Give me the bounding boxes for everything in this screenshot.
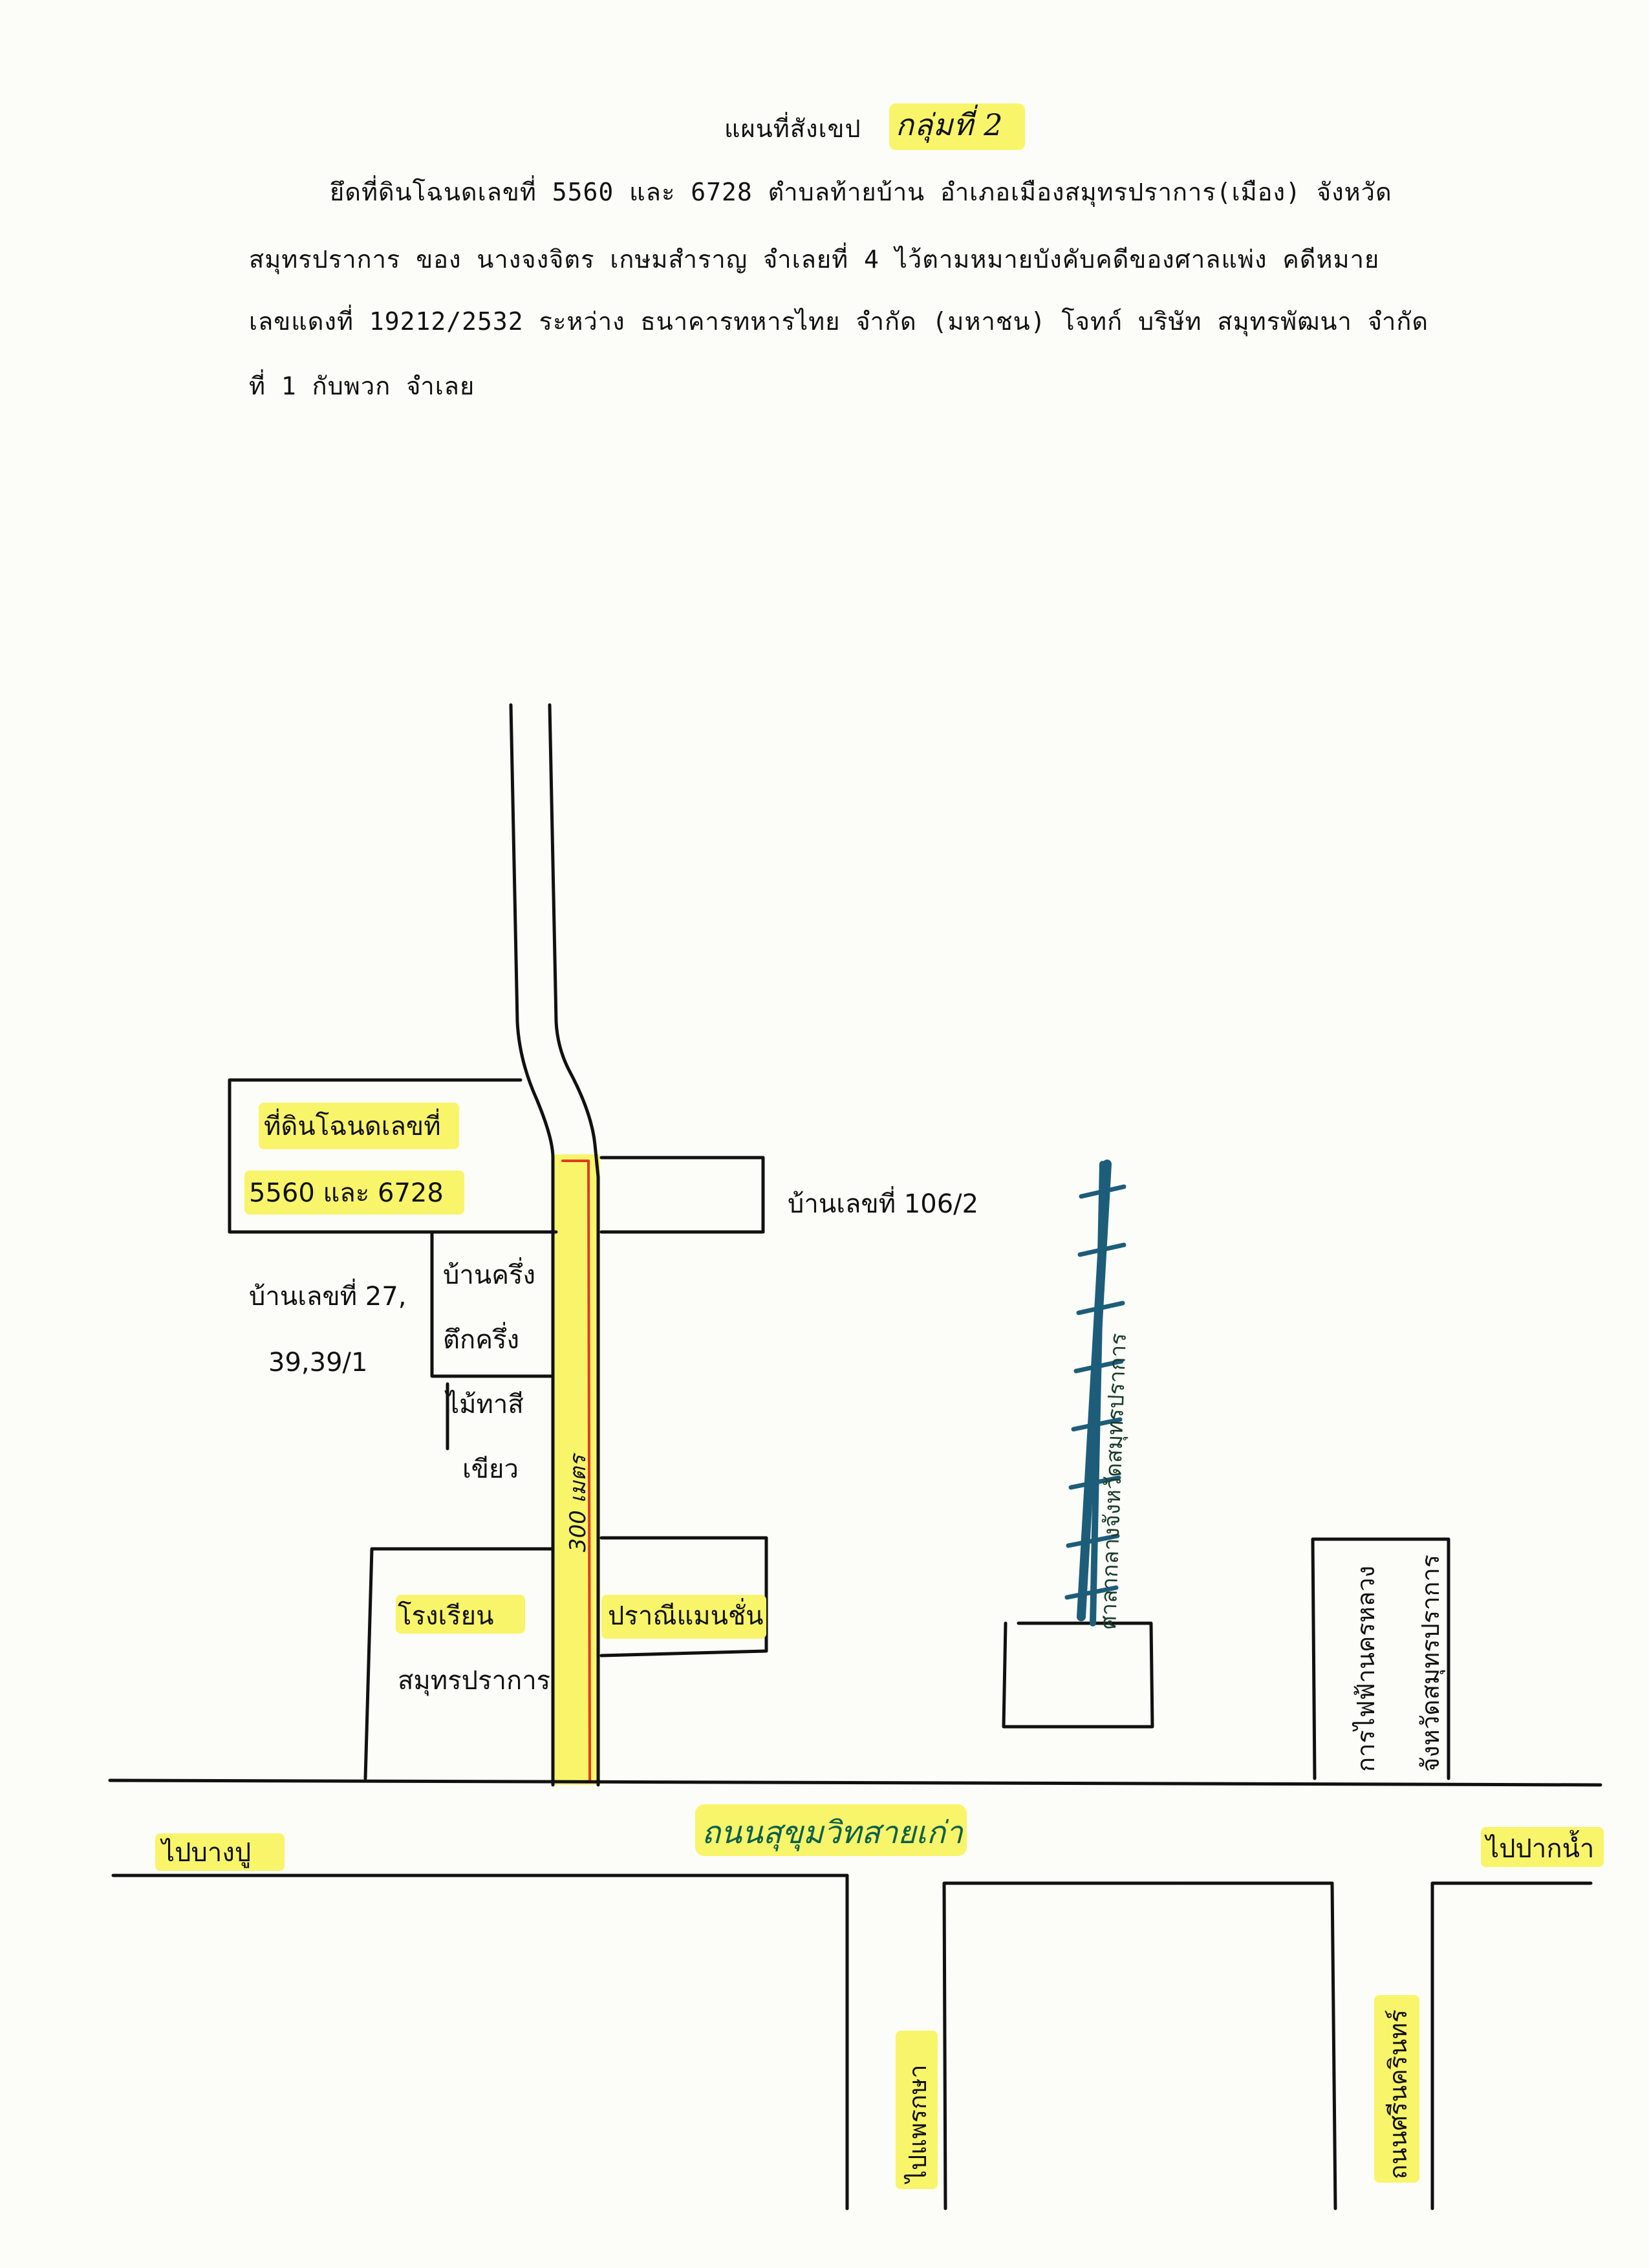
group-note-highlight <box>889 103 1025 150</box>
seized-land-plot <box>228 1078 558 1234</box>
soi-left-edge <box>509 703 555 1787</box>
to-pak-nam-label: ไปปากน้ำ <box>1484 1830 1594 1864</box>
paragraph-line-2: สมุทรปราการ ของ นางจงจิตร เกษมสำราญ จำเล… <box>249 245 1380 274</box>
road-srinagarindra-right <box>1430 1881 1593 2210</box>
seized-land-highlight-2 <box>244 1171 464 1215</box>
pak-nam-highlight <box>1481 1827 1604 1867</box>
seized-land-label-2: 5560 และ 6728 <box>249 1178 444 1208</box>
road-srinagarindra-left <box>1330 1881 1337 2210</box>
house-27-label-2: 39,39/1 <box>268 1348 367 1377</box>
hatch-marks <box>1064 1184 1126 1600</box>
paragraph-line-3: เลขแดงที่ 19212/2532 ระหว่าง ธนาคารทหารไ… <box>249 307 1429 336</box>
house-106-2-label: บ้านเลขที่ 106/2 <box>788 1186 978 1219</box>
electricity-label-2: จังหวัดสมุทรปราการ <box>1416 1555 1445 1772</box>
provincial-hall-base <box>1002 1621 1154 1729</box>
school-plot <box>363 1547 555 1780</box>
half-house-label-1: บ้านครึ่ง <box>443 1257 535 1290</box>
map-title: แผนที่สังเขป <box>724 114 861 143</box>
school-label-2: สมุทรปราการ <box>398 1666 550 1696</box>
phraeksa-highlight <box>896 2031 938 2189</box>
group-note: กลุ่มที่ 2 <box>896 107 1004 142</box>
to-phraeksa-label: ไปแพรกษา <box>903 2064 932 2185</box>
half-house-plot <box>430 1230 555 1378</box>
soi-right-edge <box>548 703 600 1787</box>
mansion-highlight <box>601 1595 766 1639</box>
green-wood-label-2: เขียว <box>462 1454 519 1484</box>
paragraph-line-1: ยึดที่ดินโฉนดเลขที่ 5560 และ 6728 ตำบลท้… <box>330 178 1392 206</box>
to-bang-pu-label: ไปบางปู <box>160 1838 251 1868</box>
green-wood-label-1: ไม้ทาสี <box>444 1390 524 1420</box>
electricity-label-1: การไฟฟ้านครหลวง <box>1352 1566 1380 1772</box>
house-106-2-plot <box>599 1156 765 1234</box>
soi-distance-label: 300 เมตร <box>565 1453 591 1552</box>
school-highlight <box>396 1595 525 1634</box>
house-27-label-1: บ้านเลขที่ 27, <box>249 1279 406 1312</box>
main-road-label: ถนนสุขุมวิทสายเก่า <box>702 1815 964 1852</box>
road-phraeksa-right <box>942 1881 1185 2210</box>
half-house-label-2: ตึกครึ่ง <box>443 1322 519 1355</box>
srinagarindra-highlight <box>1374 1995 1419 2183</box>
main-road-north-edge <box>108 1778 1602 1787</box>
paragraph-line-4: ที่ 1 กับพวก จำเลย <box>249 372 475 400</box>
srinagarindra-label: ถนนศรีนครินทร์ <box>1384 2009 1412 2179</box>
mansion-plot <box>599 1536 768 1658</box>
bang-pu-highlight <box>155 1833 285 1871</box>
mansion-label: ปราณีแมนชั่น <box>608 1598 763 1631</box>
main-road-south-edge <box>111 1874 849 2210</box>
seized-land-label-1: ที่ดินโฉนดเลขที่ <box>264 1108 441 1141</box>
route-line <box>561 1160 591 1783</box>
main-road-highlight <box>695 1804 967 1856</box>
electricity-plot <box>1311 1537 1450 1780</box>
seized-land-highlight-1 <box>259 1103 459 1149</box>
school-label-1: โรงเรียน <box>398 1601 493 1631</box>
